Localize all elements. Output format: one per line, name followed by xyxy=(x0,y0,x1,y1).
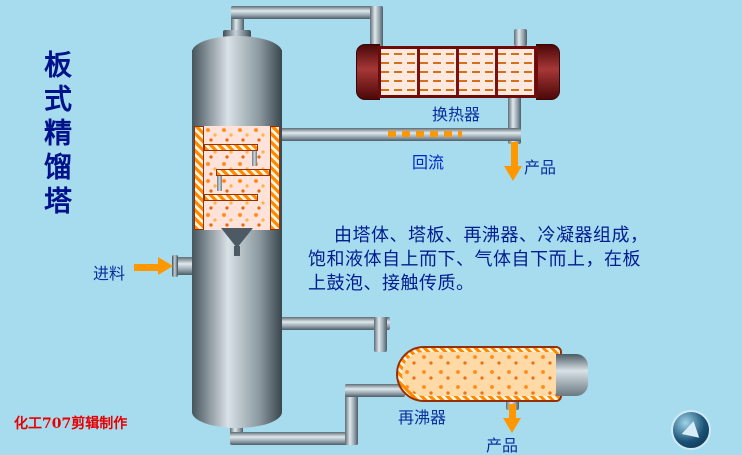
product-top-arrow-shaft xyxy=(511,142,518,168)
product-top-arrow-head xyxy=(504,166,522,181)
credit-text: 化工707剪辑制作 xyxy=(14,416,128,432)
reboiler-label: 再沸器 xyxy=(398,408,447,427)
bottoms-pipe-horizontal xyxy=(230,432,358,445)
reboiler-interior xyxy=(402,352,556,396)
product-top-label: 产品 xyxy=(524,158,557,177)
feed-label: 进料 xyxy=(93,264,126,283)
tray-section-froth xyxy=(204,126,270,230)
feed-arrow xyxy=(134,257,176,277)
description-line: 上鼓泡、接触传质。 xyxy=(308,273,475,294)
liquid-funnel xyxy=(221,228,253,248)
heat-exchanger-cap-right xyxy=(536,44,560,100)
vapor-return-drop xyxy=(374,317,387,352)
condenser-vent-stub xyxy=(514,29,527,46)
condenser-inlet-pipe xyxy=(370,6,383,50)
feed-nozzle xyxy=(176,257,196,275)
heat-exchanger-shell xyxy=(378,46,538,98)
downcomer xyxy=(217,176,222,191)
product-top-arrow xyxy=(504,142,524,184)
column-neck-flange xyxy=(223,30,251,38)
reboiler-feed-stub xyxy=(345,384,405,397)
downcomer xyxy=(252,151,257,166)
description-text: 由塔体、塔板、再沸器、冷凝器组成， 饱和液体自上而下、气体自下而上，在板 上鼓泡… xyxy=(308,224,720,296)
reboiler-feed-riser xyxy=(345,384,358,445)
feed-arrow-head xyxy=(158,257,173,275)
feed-arrow-shaft xyxy=(134,264,160,271)
tray-wall-right xyxy=(270,126,280,230)
page-title: 板式精馏塔 xyxy=(40,50,73,220)
tray-plate xyxy=(204,194,258,201)
tray-plate xyxy=(204,144,258,151)
logo-triangle-icon xyxy=(681,419,703,438)
product-bottom-arrow xyxy=(503,404,523,436)
product-bottom-arrow-shaft xyxy=(509,404,516,420)
reflux-flow-dashes xyxy=(388,131,462,137)
vapor-return-pipe xyxy=(278,317,390,330)
description-line: 饱和液体自上而下、气体自下而上，在板 xyxy=(308,249,641,270)
heat-exchanger-cap-left xyxy=(356,44,380,100)
recycle-logo-icon xyxy=(671,410,711,450)
reboiler-end-cap xyxy=(556,354,588,396)
product-bottom-label: 产品 xyxy=(486,436,519,455)
liquid-funnel-stem xyxy=(234,246,240,256)
description-line: 由塔体、塔板、再沸器、冷凝器组成， xyxy=(334,225,649,246)
product-bottom-arrow-head xyxy=(503,418,521,433)
tray-plate xyxy=(216,169,270,176)
vapor-pipe-horizontal xyxy=(231,6,383,19)
tray-wall-left xyxy=(194,126,204,230)
heat-exchanger-label: 换热器 xyxy=(432,105,481,124)
reflux-label: 回流 xyxy=(412,153,445,172)
feed-nozzle-flange xyxy=(172,255,178,277)
